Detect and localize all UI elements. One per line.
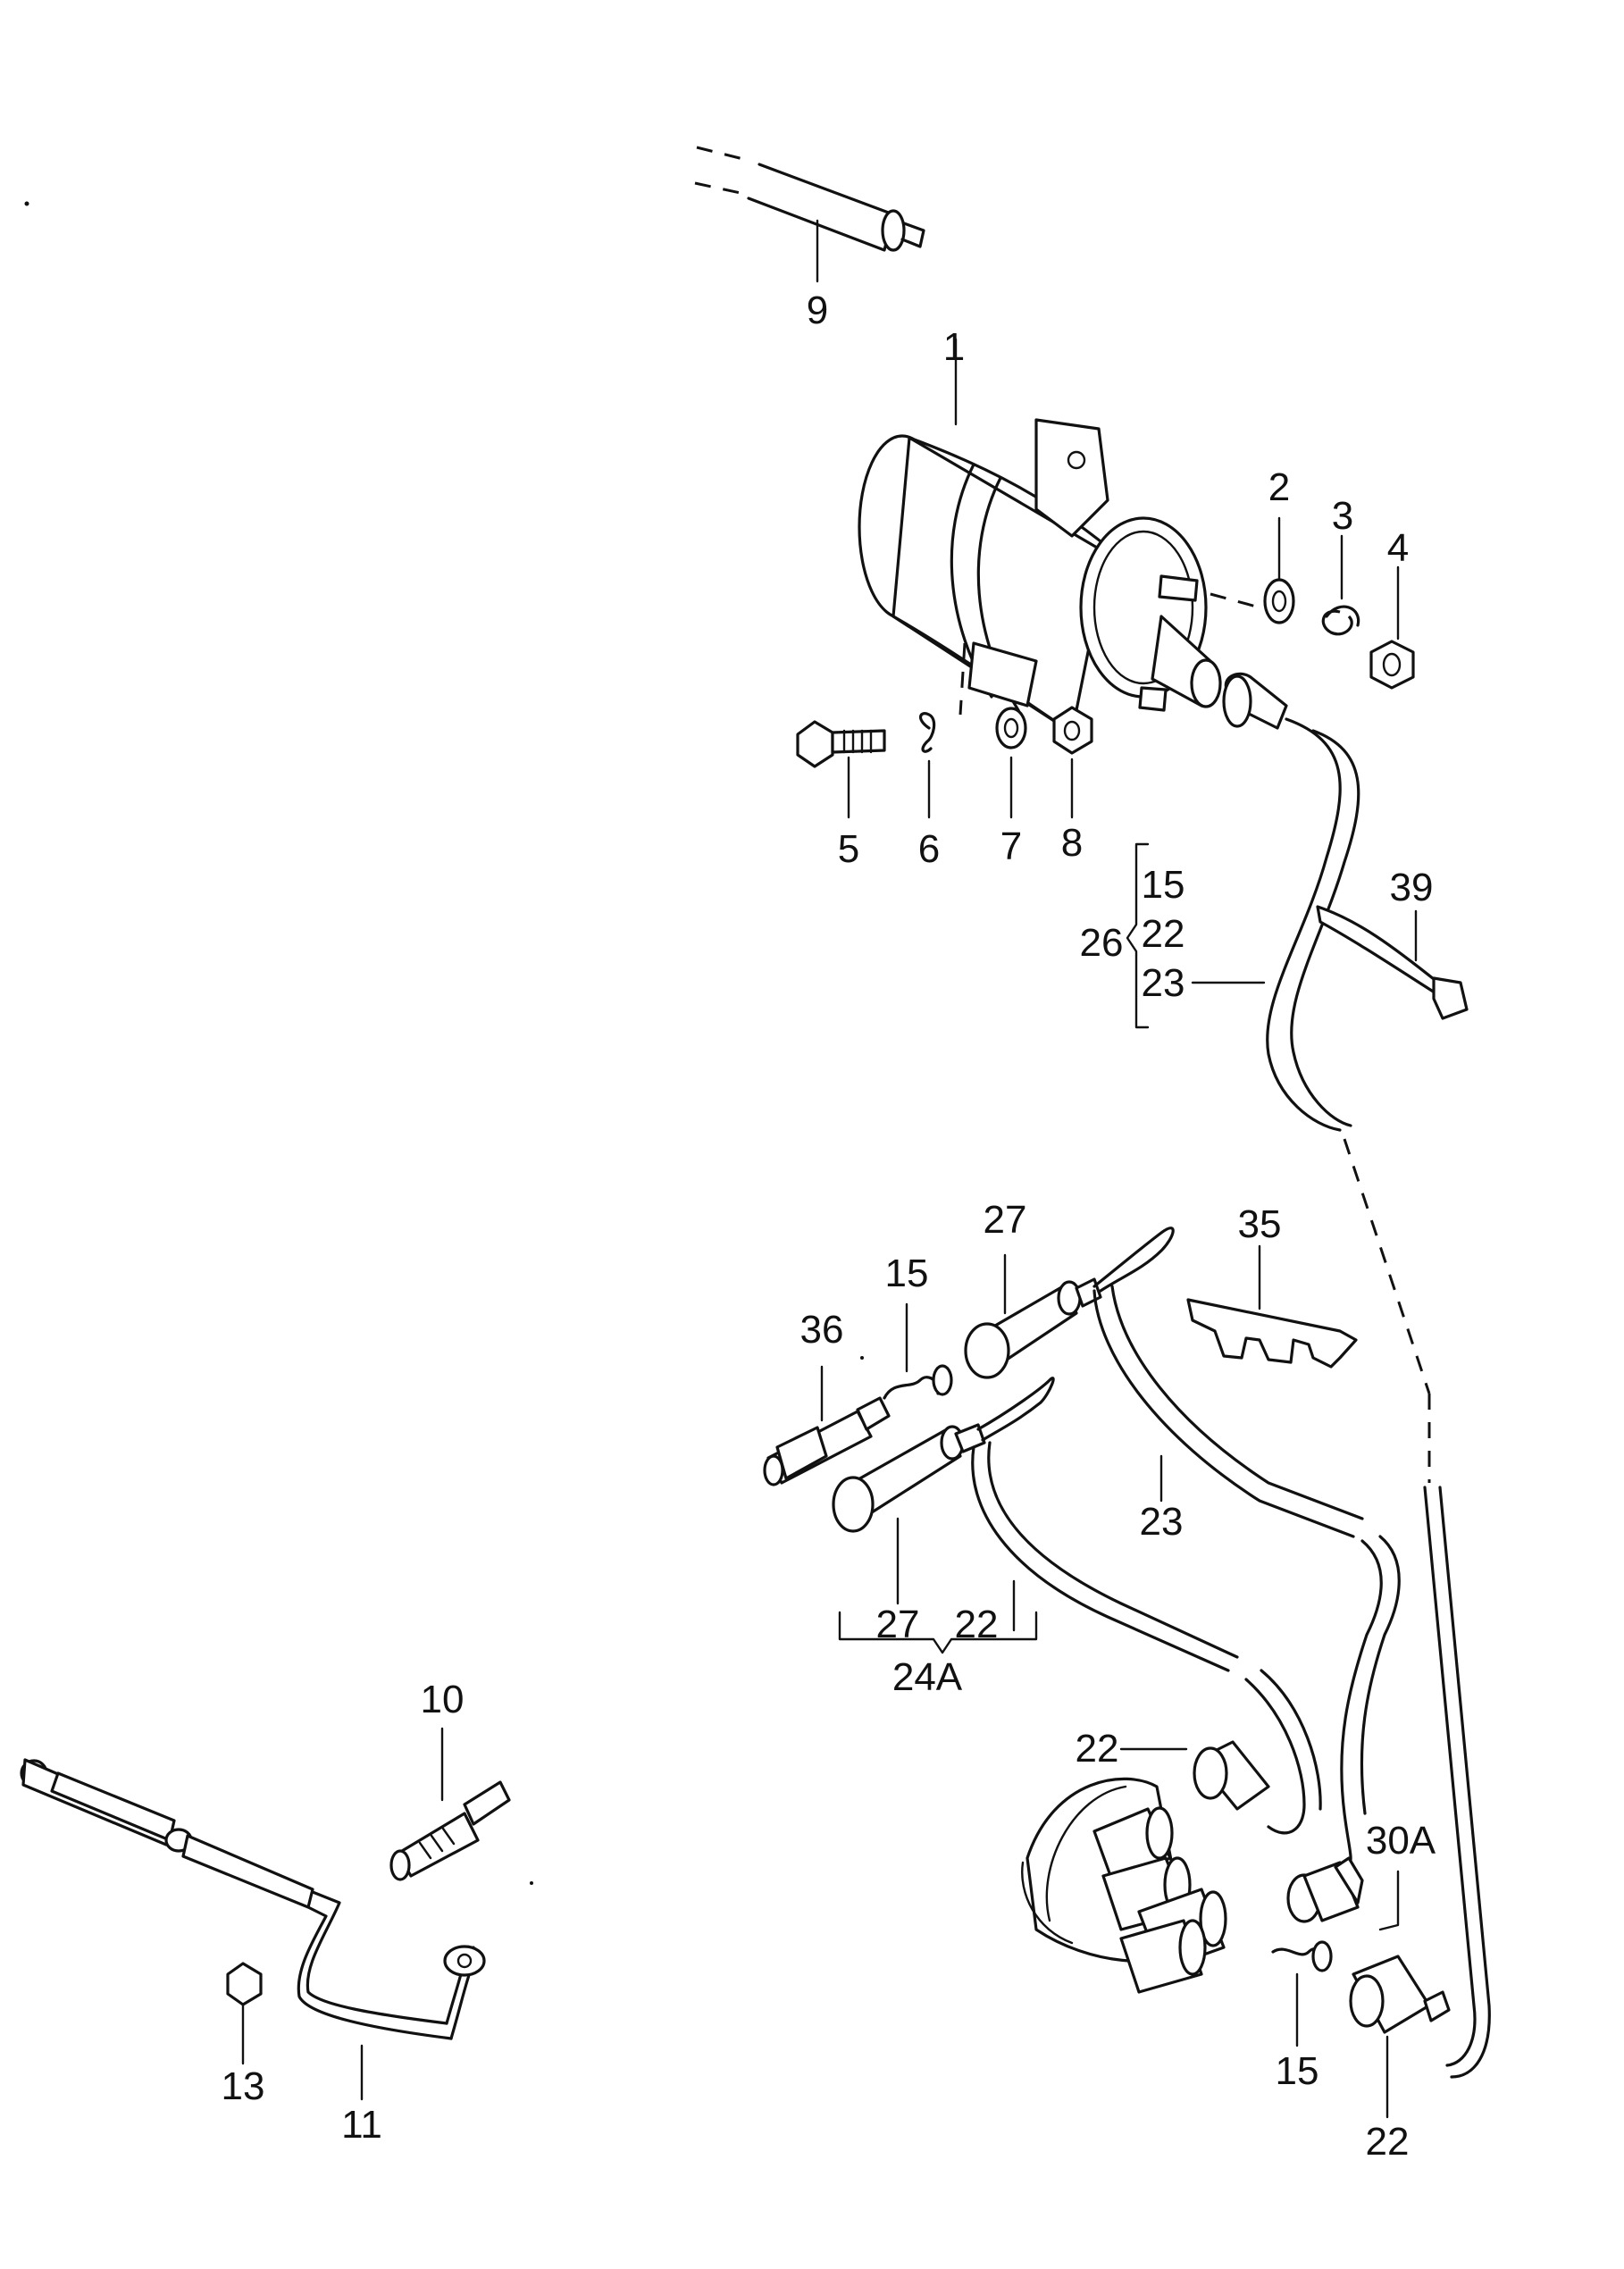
label-4: 4	[1387, 526, 1409, 570]
label-27-lower: 27	[876, 1603, 920, 1646]
wire-holder-part-35	[1186, 1244, 1358, 1369]
bracket-group-24A	[838, 1611, 1038, 1654]
cable-tie-part-39	[1316, 905, 1469, 1020]
label-13: 13	[222, 2064, 265, 2108]
bracket-group-26	[1126, 842, 1150, 1029]
label-22-bottom: 22	[1366, 2120, 1410, 2164]
nut-part-4	[1369, 565, 1415, 690]
label-3: 3	[1332, 494, 1353, 538]
spark-plug-part-36	[763, 1365, 891, 1486]
nut-part-8	[1052, 706, 1093, 819]
ignition-lead-part-23-loop	[1092, 1227, 1401, 1869]
washer-part-7	[995, 707, 1027, 819]
label-8: 8	[1061, 821, 1083, 865]
label-24A: 24A	[892, 1655, 963, 1699]
lock-washer-part-6	[919, 712, 936, 819]
label-15-lower: 15	[1276, 2049, 1319, 2093]
label-26: 26	[1080, 921, 1124, 965]
label-7: 7	[1000, 825, 1022, 868]
speck	[530, 1881, 533, 1885]
label-2: 2	[1268, 465, 1290, 509]
label-1: 1	[943, 325, 965, 369]
wire-part-9	[694, 146, 925, 283]
clip-part-15-upper	[883, 1302, 953, 1400]
lock-washer-part-3	[1321, 534, 1360, 636]
screw-part-13	[226, 1962, 263, 2065]
ignition-lead-part-23	[1191, 672, 1491, 2079]
sensor-part-10	[389, 1727, 511, 1881]
label-23-lead: 23	[1140, 1500, 1184, 1544]
plug-boot-part-22-lower	[1349, 1955, 1451, 2119]
label-39: 39	[1390, 866, 1434, 909]
distributor-cap	[1021, 1777, 1227, 1994]
suppressor-boot-part-27-upper	[964, 1253, 1102, 1379]
label-11: 11	[341, 2103, 382, 2147]
label-30A: 30A	[1366, 1819, 1436, 1863]
label-35: 35	[1238, 1202, 1282, 1246]
angle-connector-part-30A	[1286, 1856, 1400, 1931]
strap-part-11	[20, 1758, 486, 2101]
label-9: 9	[807, 289, 828, 332]
label-23-bracket: 23	[1142, 961, 1185, 1005]
washer-part-2	[1263, 516, 1295, 624]
bolt-part-5	[796, 720, 886, 819]
label-15-upper: 15	[885, 1252, 929, 1295]
label-22-bracket: 22	[1142, 912, 1185, 956]
label-15-bracket: 15	[1142, 863, 1185, 907]
label-10: 10	[421, 1678, 465, 1721]
label-6: 6	[918, 827, 940, 871]
label-5: 5	[838, 827, 859, 871]
part-labels: 9 1 2 3 4 5 6 7 8 39 15 26 22 23 27 35 1…	[222, 289, 1436, 2164]
speck	[860, 1356, 864, 1360]
label-27-upper: 27	[984, 1198, 1027, 1242]
suppressor-boot-part-27-lower	[832, 1423, 986, 1605]
speck	[24, 201, 29, 206]
ignition-lead-part-22-loop	[971, 1377, 1322, 1835]
plug-boot-part-22-cap	[1119, 1740, 1270, 1811]
label-36: 36	[800, 1308, 844, 1352]
ignition-coil-part-1	[858, 338, 1260, 734]
label-22-lower-bracket: 22	[955, 1603, 999, 1646]
clip-part-15-lower	[1271, 1940, 1333, 2047]
label-22-cap: 22	[1076, 1727, 1119, 1771]
